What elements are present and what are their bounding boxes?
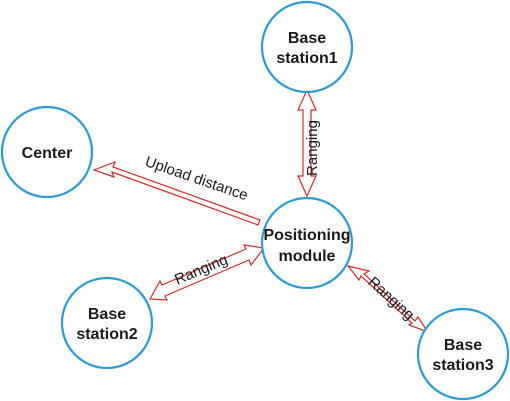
node-center: Center — [0, 105, 94, 199]
node-base-station2-line1: Base — [88, 306, 126, 323]
node-base-station1-line2: station1 — [276, 50, 337, 67]
node-positioning-module-line1: Positioning — [263, 227, 350, 244]
node-base-station2: Base station2 — [60, 276, 154, 370]
node-base-station1-line1: Base — [288, 30, 326, 47]
node-base-station1: Base station1 — [260, 0, 354, 94]
node-center-line1: Center — [22, 145, 73, 162]
node-base-station3-line1: Base — [444, 337, 482, 354]
node-base-station2-line2: station2 — [76, 326, 137, 343]
node-base-station3-line2: station3 — [432, 357, 493, 374]
node-positioning-module-line2: module — [279, 248, 336, 265]
node-base-station3: Base station3 — [416, 307, 510, 401]
ranging-label-3: Ranging — [365, 274, 418, 324]
node-positioning-module: Positioning module — [260, 196, 354, 290]
upload-distance-arrow — [92, 160, 261, 226]
ranging-label-1: Ranging — [304, 120, 321, 176]
ranging-label-2: Ranging — [172, 251, 230, 288]
ranging-arrow-base-station1 — [297, 88, 317, 198]
